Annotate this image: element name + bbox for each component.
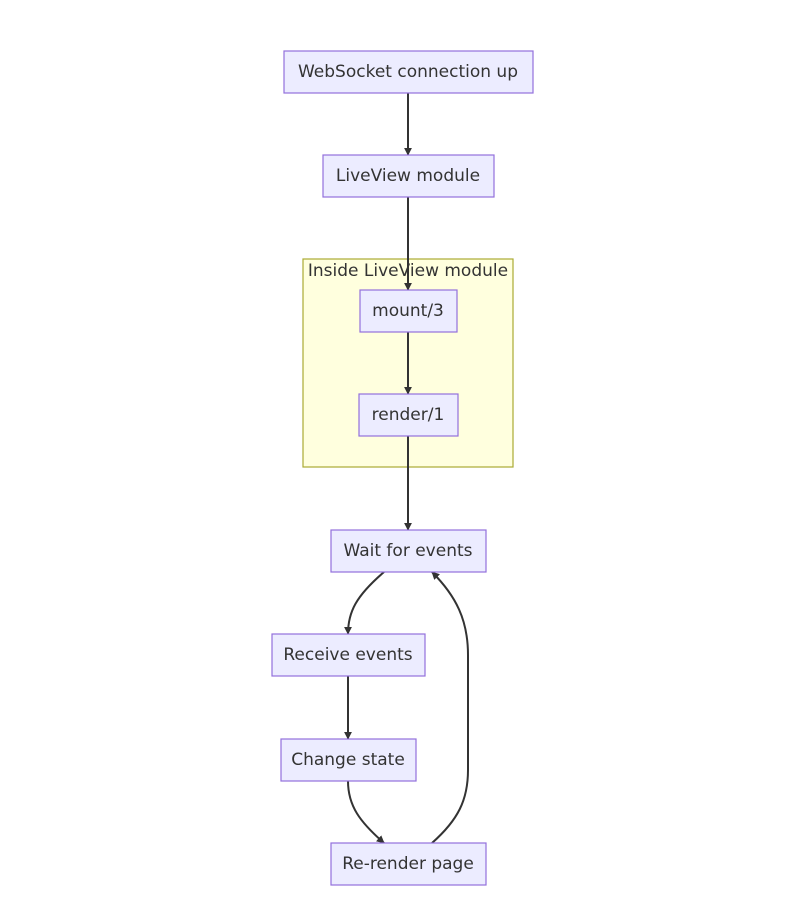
node-box	[330, 529, 487, 573]
node-render: render/1	[358, 393, 459, 437]
node-box	[358, 393, 459, 437]
node-box	[283, 50, 534, 94]
edge-change-to-rerender	[347, 780, 385, 844]
node-receive-events: Receive events	[271, 633, 426, 677]
node-label: Receive events	[283, 645, 412, 665]
node-label: Wait for events	[344, 541, 473, 561]
node-websocket-connection-up: WebSocket connection up	[283, 50, 534, 94]
node-box	[359, 289, 458, 333]
node-change-state: Change state	[280, 738, 417, 782]
node-re-render-page: Re-render page	[330, 842, 487, 886]
node-wait-for-events: Wait for events	[330, 529, 487, 573]
edge-rerender-to-wait	[431, 571, 469, 844]
node-label: mount/3	[372, 301, 444, 321]
node-label: LiveView module	[336, 166, 480, 186]
node-box	[330, 842, 487, 886]
node-mount: mount/3	[359, 289, 458, 333]
node-label: WebSocket connection up	[298, 62, 518, 82]
edge-wait-to-receive	[344, 571, 385, 635]
node-box	[271, 633, 426, 677]
node-label: Change state	[291, 750, 405, 770]
node-label: Re-render page	[342, 854, 474, 874]
node-liveview-module: LiveView module	[322, 154, 495, 198]
node-label: render/1	[372, 405, 445, 425]
node-box	[322, 154, 495, 198]
edges	[344, 93, 469, 844]
node-box	[280, 738, 417, 782]
